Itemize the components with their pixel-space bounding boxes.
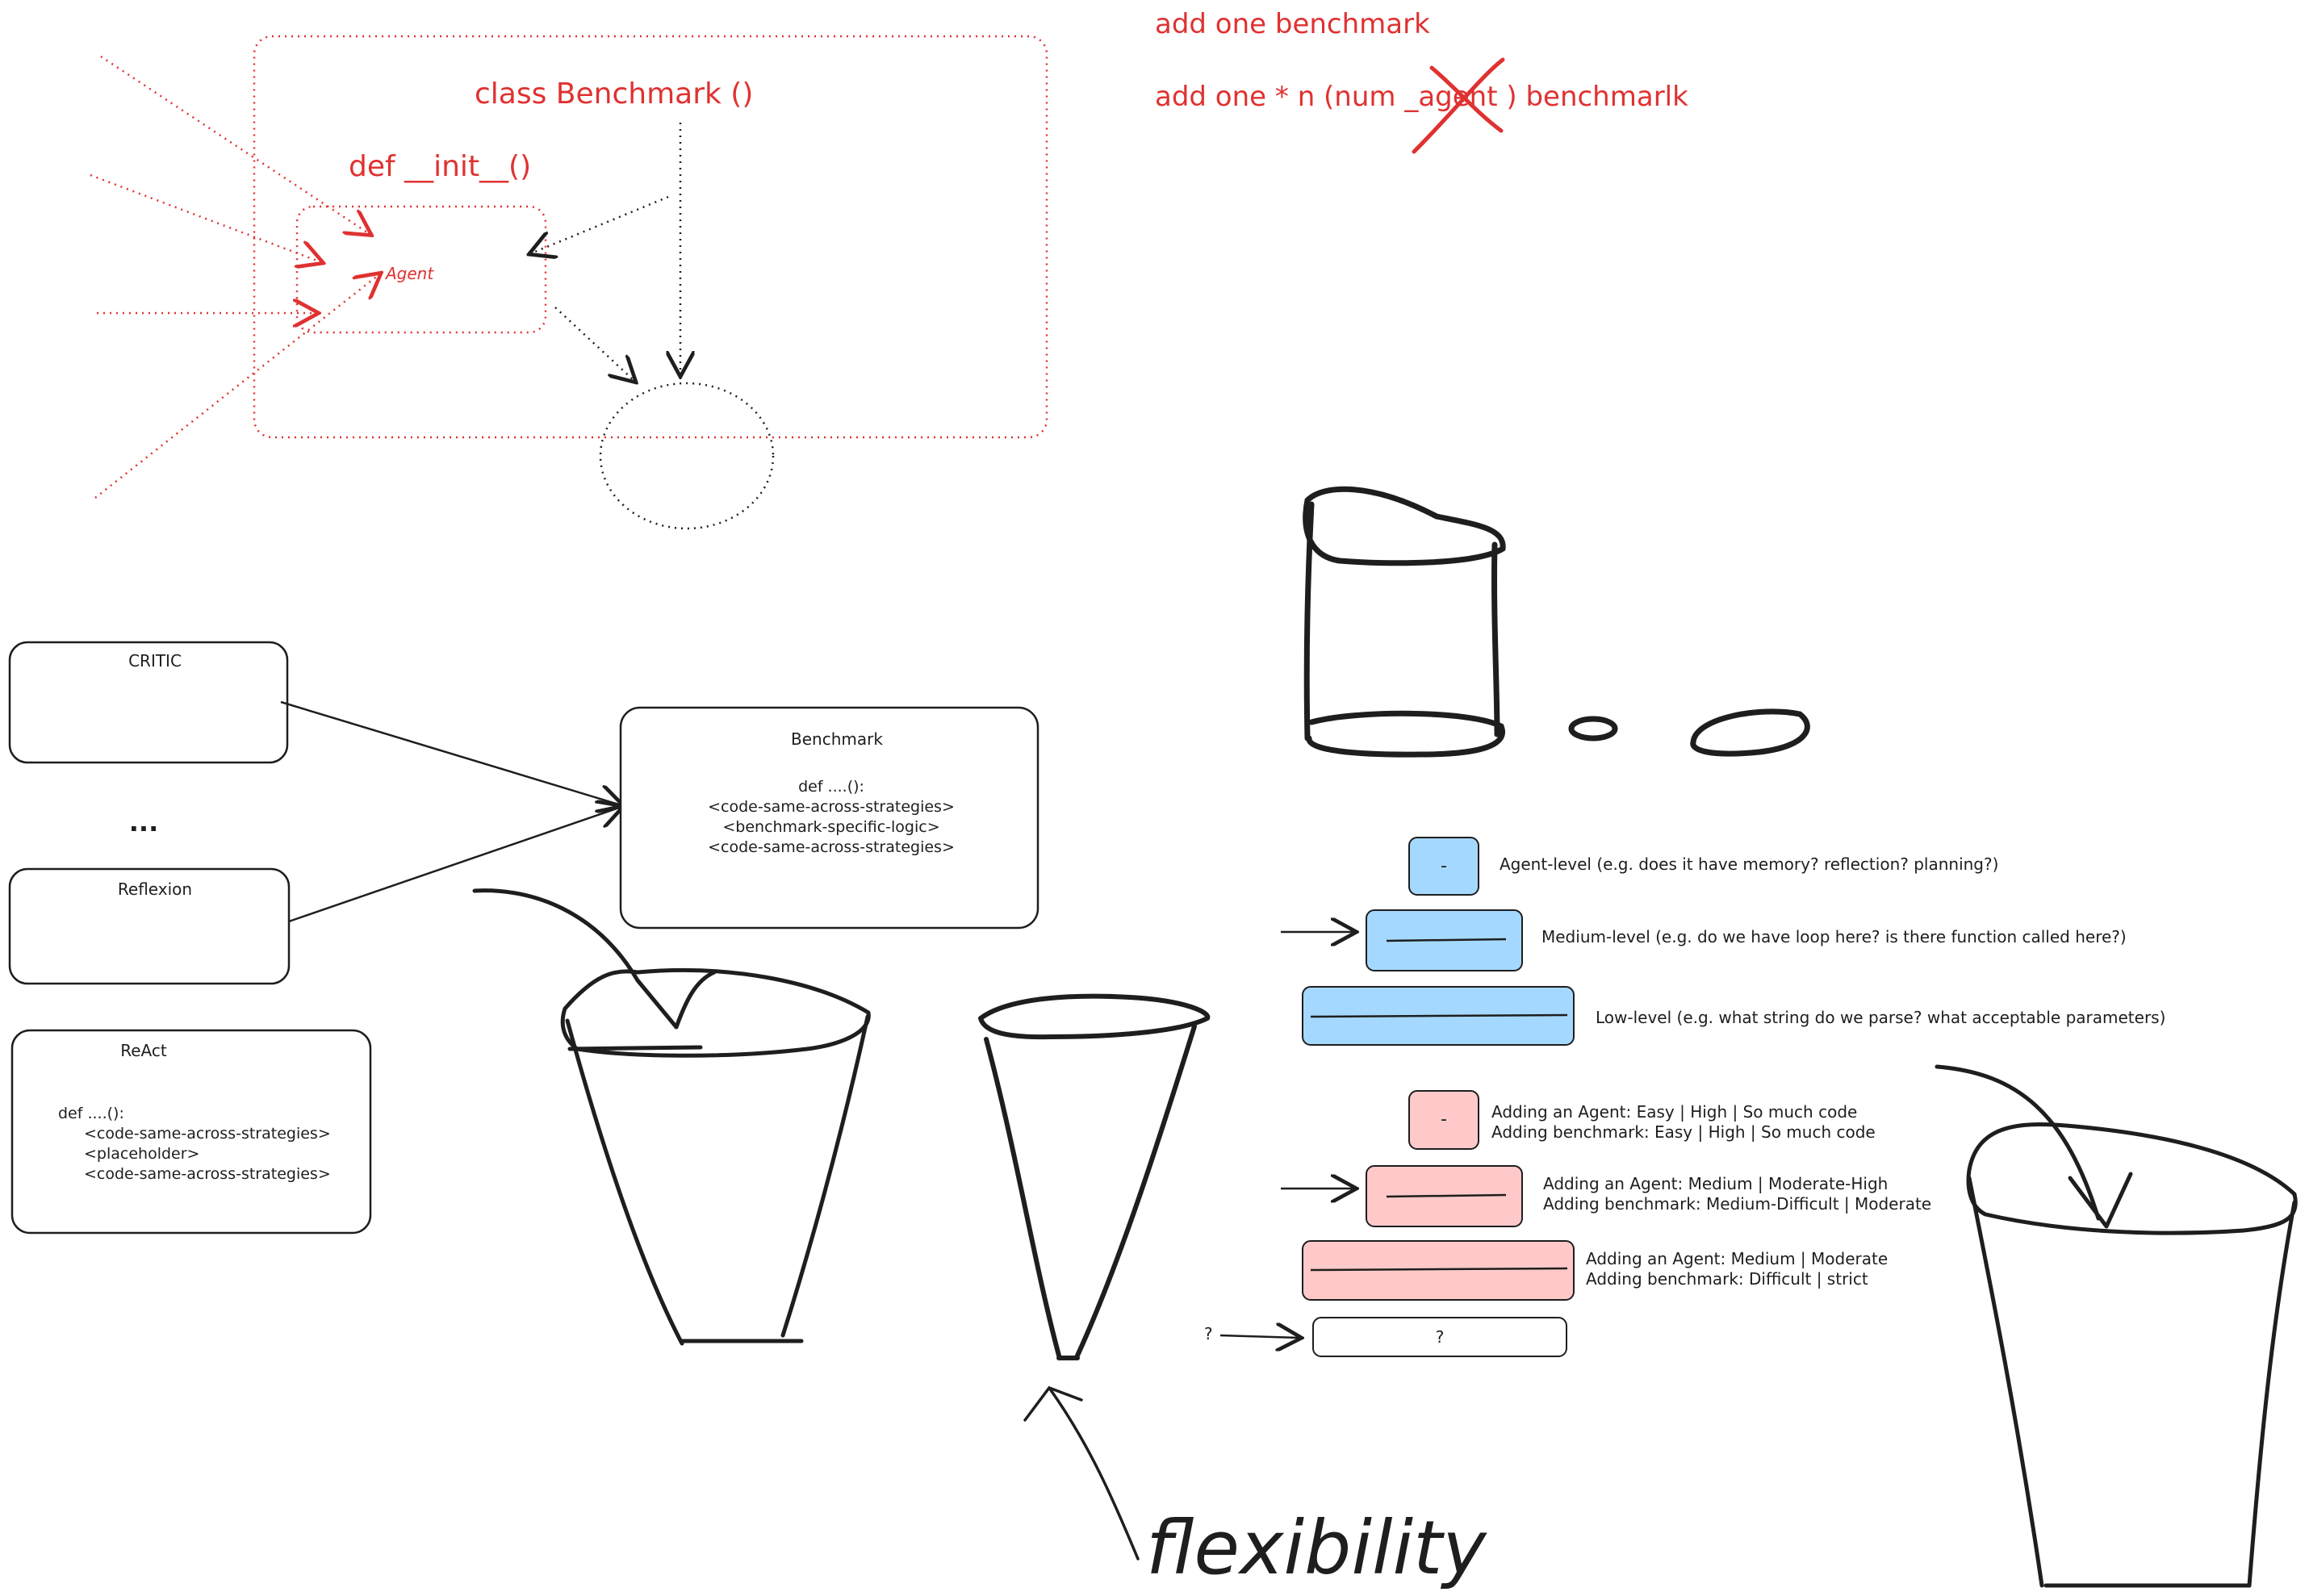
agent-label: Agent (384, 264, 434, 283)
ellipsis-label: ... (129, 807, 158, 838)
level-row[interactable]: Adding an Agent: Medium | Moderate-High … (1366, 1165, 1931, 1227)
levels-pink: - Adding an Agent: Easy | High | So much… (1281, 1090, 1931, 1301)
level-symbol: - (1441, 1109, 1447, 1130)
benchmark-box[interactable]: Benchmark def ....(): <code-same-across-… (619, 706, 1039, 930)
arrow-icon (90, 55, 379, 499)
strategy-label: CRITIC (128, 651, 182, 671)
arrow-icon (531, 123, 680, 381)
level-symbol: - (1441, 856, 1447, 876)
cup-sketch (1935, 1064, 2298, 1588)
arrow-icon (1023, 1385, 1140, 1560)
levels-blue: - Agent-level (e.g. does it have memory?… (1281, 837, 2165, 1046)
note-line-1: add one benchmark (1155, 8, 1430, 40)
code-line: <benchmark-specific-logic> (722, 818, 939, 836)
react-title: ReAct (120, 1041, 167, 1060)
code-line: <code-same-across-strategies> (84, 1165, 331, 1183)
flexibility-label: flexibility (1146, 1505, 1487, 1591)
code-line: <placeholder> (84, 1145, 199, 1163)
flexibility-handwriting: flexibility (1146, 1505, 1487, 1591)
level-agent-text: Adding an Agent: Easy | High | So much c… (1491, 1102, 1857, 1122)
level-label: Medium-level (e.g. do we have loop here?… (1541, 927, 2127, 946)
unknown-box-label: ? (1436, 1327, 1445, 1347)
target-circle (599, 382, 775, 530)
code-line: <code-same-across-strategies> (708, 798, 955, 816)
level-row[interactable]: ? (1312, 1317, 1567, 1357)
level-label: Low-level (e.g. what string do we parse?… (1596, 1008, 2165, 1027)
level-row[interactable]: Low-level (e.g. what string do we parse?… (1302, 986, 2165, 1046)
strategy-box[interactable]: Reflexion (8, 867, 291, 985)
init-label: def __init__() (349, 150, 531, 183)
benchmark-title: Benchmark (791, 729, 883, 749)
arrow-icon (1219, 1335, 1299, 1338)
level-benchmark-text: Adding benchmark: Difficult | strict (1586, 1269, 1868, 1289)
arrow-icon (280, 700, 621, 923)
code-line: def ....(): (58, 1105, 124, 1122)
code-line: <code-same-across-strategies> (84, 1125, 331, 1143)
code-line: <code-same-across-strategies> (708, 838, 955, 856)
class-diagram: class Benchmark () def __init__() Agent (90, 35, 1048, 530)
level-row[interactable]: Medium-level (e.g. do we have loop here?… (1366, 909, 2127, 971)
level-row[interactable]: - Agent-level (e.g. does it have memory?… (1408, 837, 1998, 896)
circle-sketch (1568, 708, 1810, 757)
cylinder-sketch (1303, 486, 1506, 758)
level-agent-text: Adding an Agent: Medium | Moderate (1586, 1249, 1888, 1268)
cross-out-icon (1412, 57, 1505, 154)
react-box[interactable]: ReAct def ....(): <code-same-across-stra… (10, 1029, 372, 1235)
cup-sketch (978, 993, 1211, 1360)
strategies: CRITIC ... Reflexion ReAct def ....(): <… (8, 641, 621, 1235)
level-benchmark-text: Adding benchmark: Easy | High | So much … (1491, 1122, 1876, 1142)
strategy-label: Reflexion (118, 879, 192, 899)
level-row[interactable]: Adding an Agent: Medium | Moderate Addin… (1302, 1240, 1888, 1301)
unknown-pointer-label: ? (1204, 1324, 1213, 1343)
level-label: Agent-level (e.g. does it have memory? r… (1500, 854, 1998, 874)
class-frame (253, 35, 1048, 439)
class-label: class Benchmark () (475, 77, 753, 111)
level-agent-text: Adding an Agent: Medium | Moderate-High (1543, 1174, 1888, 1193)
note-line-2: add one * n (num _agent ) benchmarlk (1155, 81, 1688, 113)
unknown-level: ? ? (1204, 1317, 1567, 1357)
notes: add one benchmark add one * n (num _agen… (1155, 8, 1688, 154)
level-benchmark-text: Adding benchmark: Medium-Difficult | Mod… (1543, 1194, 1931, 1214)
level-row[interactable]: - Adding an Agent: Easy | High | So much… (1408, 1090, 1876, 1150)
cup-sketch (472, 888, 871, 1346)
code-line: def ....(): (798, 778, 864, 796)
strategy-box[interactable]: CRITIC (8, 641, 289, 764)
